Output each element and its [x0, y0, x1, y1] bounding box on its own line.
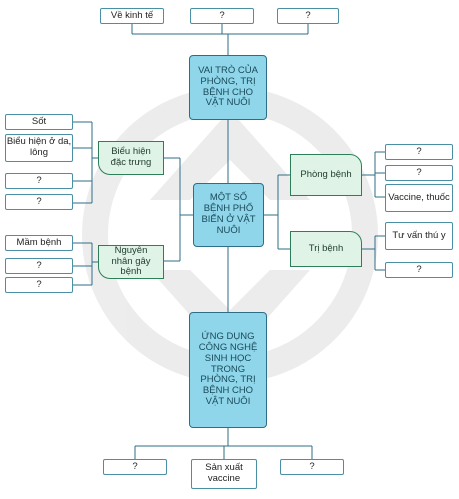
bottom-leaf: ?	[103, 459, 167, 475]
branch-treatment: Trị bệnh	[290, 231, 362, 267]
bottom-leaf: ?	[280, 459, 344, 475]
right-leaf: ?	[385, 262, 453, 278]
left-leaf: Biểu hiện ở da, lông	[5, 134, 73, 162]
top-leaf: ?	[277, 8, 339, 24]
left-leaf: ?	[5, 194, 73, 210]
bottom-leaf: Sản xuất vaccine	[191, 459, 257, 489]
branch-causes: Nguyên nhân gây bệnh	[98, 245, 164, 279]
top-leaf: Về kinh tế	[100, 8, 164, 24]
right-leaf: Tư vấn thú y	[385, 222, 453, 250]
top-center-node: VAI TRÒ CỦA PHÒNG, TRỊ BỆNH CHO VẬT NUÔI	[189, 55, 267, 120]
left-leaf: ?	[5, 173, 73, 189]
left-leaf: ?	[5, 258, 73, 274]
middle-center-node: MỘT SỐ BỆNH PHỔ BIẾN Ở VẬT NUÔI	[193, 183, 264, 247]
left-leaf: Sốt	[5, 114, 73, 130]
branch-prevention: Phòng bệnh	[290, 154, 362, 196]
bottom-center-node: ỨNG DỤNG CÔNG NGHỆ SINH HỌC TRONG PHÒNG,…	[189, 312, 267, 428]
left-leaf: Mầm bệnh	[5, 235, 73, 251]
left-leaf: ?	[5, 277, 73, 293]
right-leaf: ?	[385, 144, 453, 160]
right-leaf: Vaccine, thuốc	[385, 184, 453, 212]
right-leaf: ?	[385, 165, 453, 181]
top-leaf: ?	[190, 8, 254, 24]
branch-symptoms: Biểu hiện đặc trưng	[98, 141, 164, 175]
